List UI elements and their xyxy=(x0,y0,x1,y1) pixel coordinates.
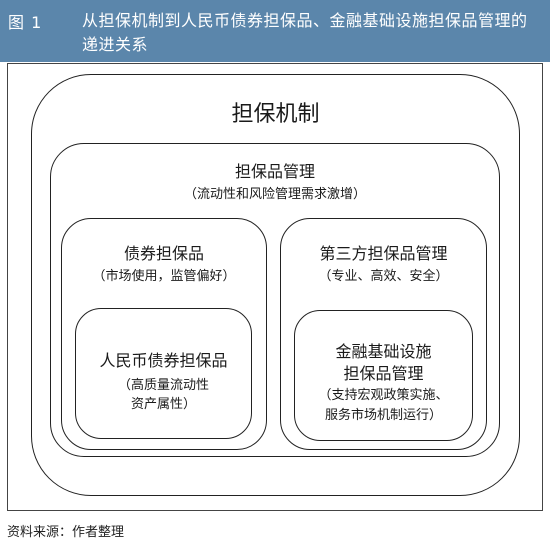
figure-header: 图 1 从担保机制到人民币债券担保品、金融基础设施担保品管理的递进关系 xyxy=(0,0,550,62)
figure-title: 从担保机制到人民币债券担保品、金融基础设施担保品管理的递进关系 xyxy=(82,11,528,54)
figure-label: 图 1 xyxy=(8,13,43,32)
source-note: 资料来源：作者整理 xyxy=(7,525,125,540)
fmi-note-line2: 服务市场机制运行） xyxy=(324,408,442,423)
third-party-title: 第三方担保品管理 xyxy=(319,244,448,263)
rmb-bond-collateral-note-line2: 资产属性） xyxy=(130,397,196,412)
fmi-note-line1: （支持宏观政策实施、 xyxy=(318,388,449,403)
fmi-title-line2: 担保品管理 xyxy=(343,364,424,383)
rmb-bond-collateral-note-line1: （高质量流动性 xyxy=(117,378,209,393)
box-fmi-collateral-management xyxy=(294,310,473,441)
box-rmb-bond-collateral xyxy=(75,308,252,439)
bond-collateral-title: 债券担保品 xyxy=(123,244,204,263)
collateral-management-title: 担保品管理 xyxy=(234,162,315,181)
fmi-title-line1: 金融基础设施 xyxy=(335,342,432,361)
rmb-bond-collateral-title: 人民币债券担保品 xyxy=(99,351,228,370)
bond-collateral-note: （市场使用，监管偏好） xyxy=(92,269,236,284)
collateral-management-note: （流动性和风险管理需求激增） xyxy=(183,187,366,202)
guarantee-mechanism-title: 担保机制 xyxy=(231,102,320,127)
third-party-note: （专业、高效、安全） xyxy=(318,269,449,284)
